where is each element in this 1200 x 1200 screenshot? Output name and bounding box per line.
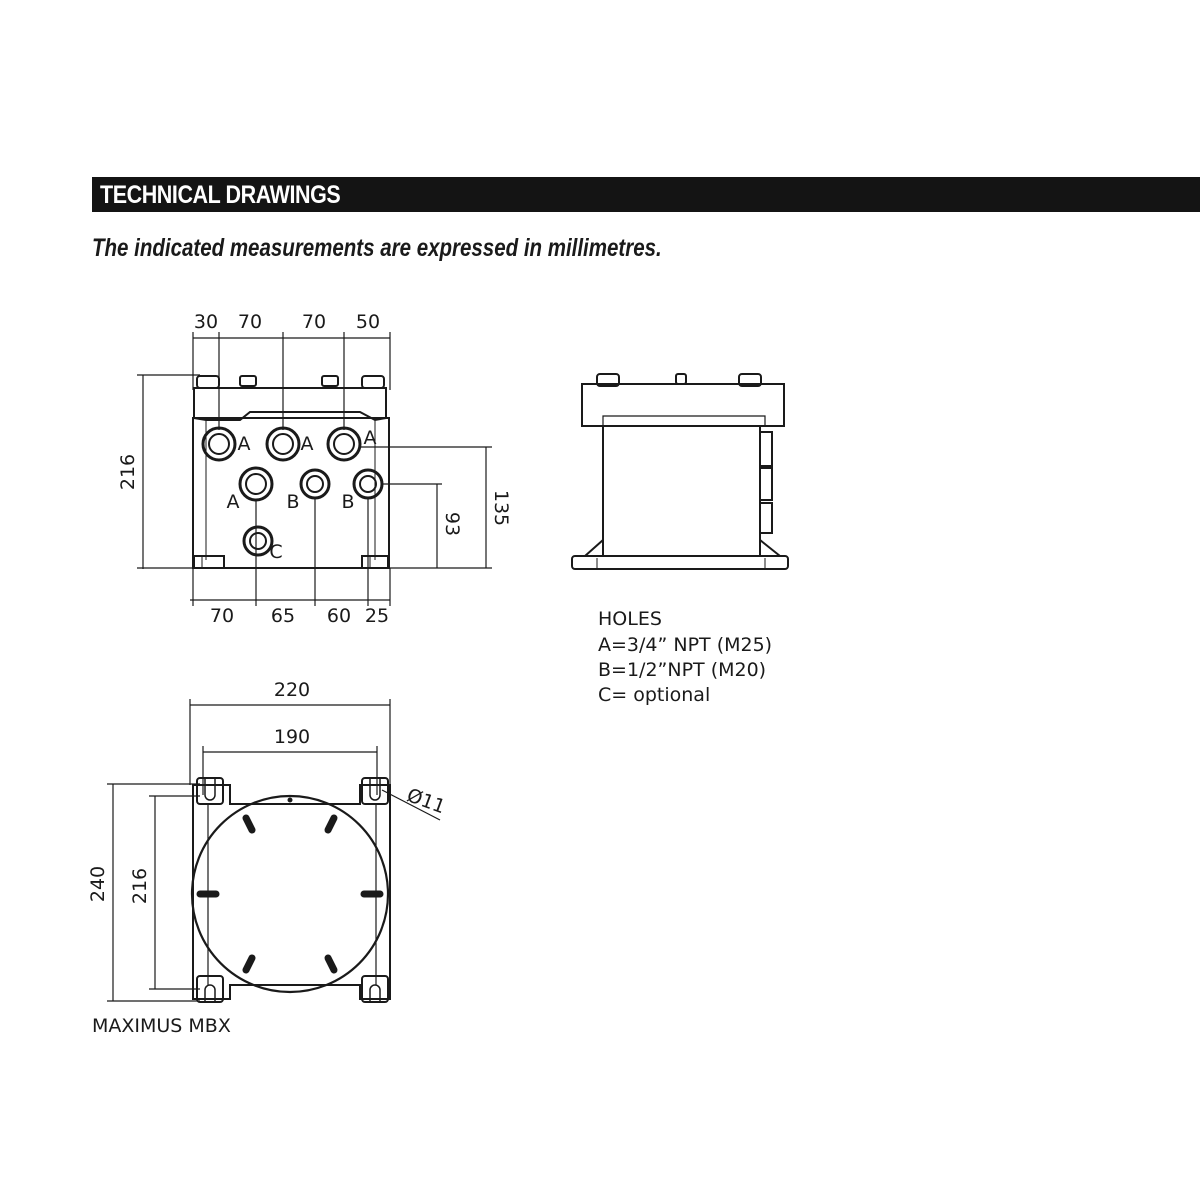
dim-bottom-70: 70 — [210, 605, 234, 627]
hole-b-1 — [299, 468, 331, 500]
dim-bottom-25: 25 — [365, 605, 389, 627]
holes-legend-a: A=3/4” NPT (M25) — [598, 634, 772, 656]
hole-label-a2: A — [301, 433, 314, 455]
mounting-ring — [190, 794, 390, 994]
side-view — [571, 373, 789, 570]
dim-width-190: 190 — [274, 726, 310, 748]
mounting-slot-tr — [361, 777, 389, 805]
dim-top-30: 30 — [194, 311, 218, 333]
dim-bottom-65: 65 — [271, 605, 295, 627]
hole-label-b2: B — [341, 491, 354, 513]
hole-a-1 — [201, 426, 237, 462]
front-view — [137, 332, 492, 606]
mounting-slot-br — [361, 975, 389, 1003]
top-view — [107, 699, 441, 1003]
hole-label-b1: B — [286, 491, 299, 513]
hole-label-c: C — [269, 541, 282, 563]
dim-right-93: 93 — [441, 512, 463, 536]
mounting-slot-tl — [196, 777, 224, 805]
units-note: The indicated measurements are expressed… — [92, 234, 662, 262]
hole-label-a3: A — [364, 427, 377, 449]
dim-width-220: 220 — [274, 679, 310, 701]
section-title: TECHNICAL DRAWINGS — [100, 181, 341, 209]
hole-a-4 — [238, 466, 274, 502]
dim-bottom-60: 60 — [327, 605, 351, 627]
dim-height-216: 216 — [117, 454, 139, 490]
product-name: MAXIMUS MBX — [92, 1015, 231, 1037]
dim-right-135: 135 — [490, 490, 512, 526]
hole-b-2 — [352, 468, 384, 500]
dim-top-70a: 70 — [238, 311, 262, 333]
hole-a-2 — [265, 426, 301, 462]
hole-label-a1: A — [238, 433, 251, 455]
dim-top-70b: 70 — [302, 311, 326, 333]
dim-top-50: 50 — [356, 311, 380, 333]
hole-a-3 — [326, 426, 362, 462]
holes-legend-title: HOLES — [598, 608, 662, 630]
holes-legend-b: B=1/2”NPT (M20) — [598, 659, 766, 681]
hole-c — [242, 525, 274, 557]
dim-height-216-top: 216 — [129, 868, 151, 904]
holes-legend-c: C= optional — [598, 684, 710, 706]
dim-height-240: 240 — [87, 866, 109, 902]
hole-label-a4: A — [227, 491, 240, 513]
section-title-bar: TECHNICAL DRAWINGS — [92, 177, 1200, 212]
